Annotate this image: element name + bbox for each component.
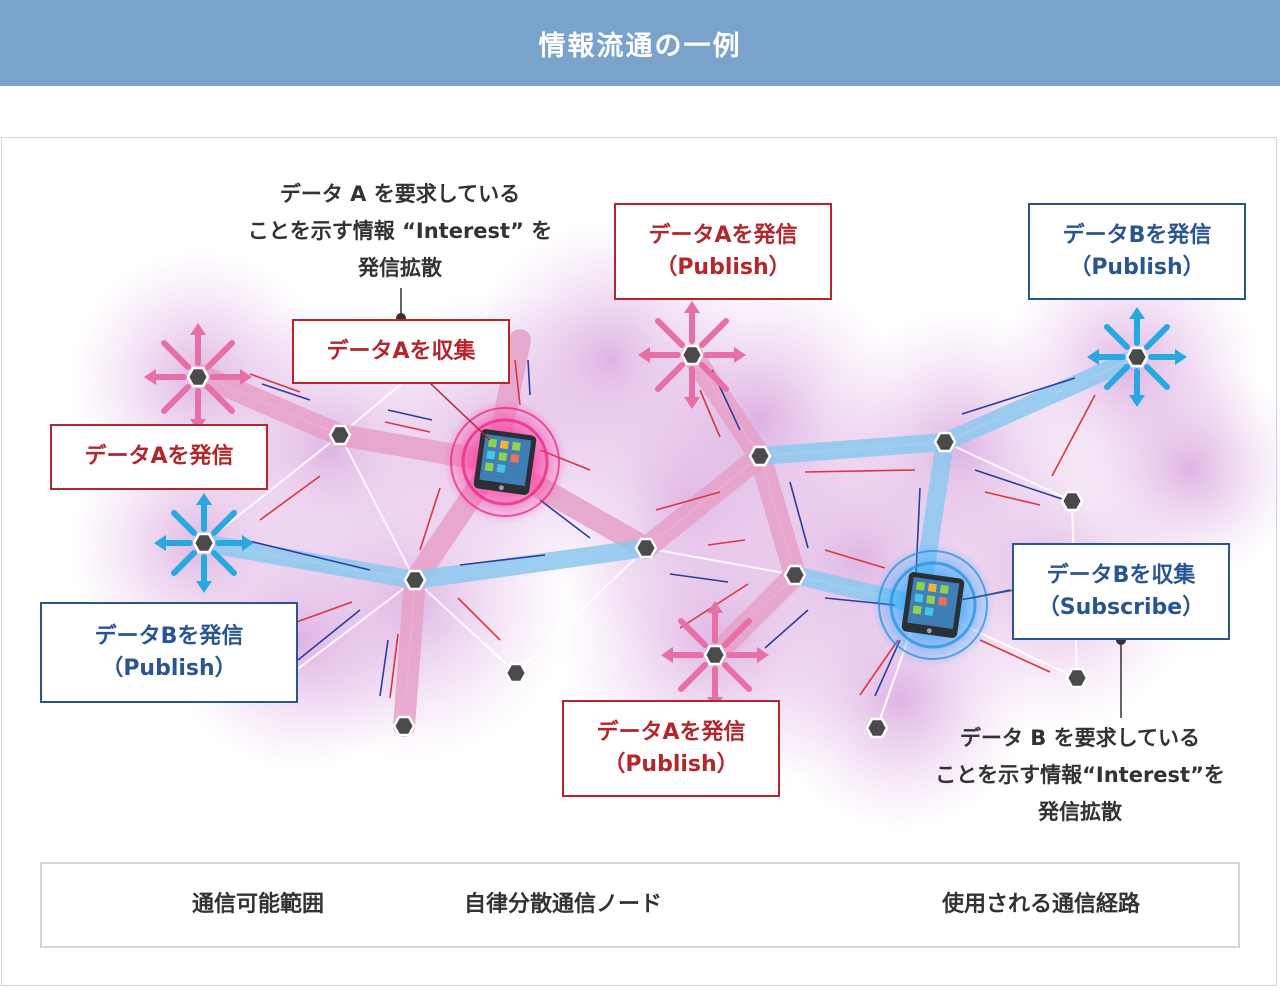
- node-hexagon: [186, 366, 210, 388]
- tablet-icon: [473, 429, 537, 495]
- label-collect-b: データBを収集 （Subscribe）: [1012, 543, 1230, 640]
- label-publish-a-bottom: データAを発信 （Publish）: [562, 700, 780, 797]
- tablet-b-rings: [878, 550, 988, 660]
- node-hexagon: [634, 537, 658, 559]
- legend-route-label: 使用される通信経路: [942, 892, 1141, 917]
- node-hexagon: [783, 564, 807, 586]
- label-publish-b-top: データBを発信 （Publish）: [1028, 203, 1246, 300]
- tablet-a-rings: [450, 407, 560, 517]
- node-hexagon: [933, 431, 957, 453]
- burst-pink-left: [144, 323, 252, 431]
- node-hexagon: [865, 717, 889, 739]
- page-title: 情報流通の一例: [538, 30, 742, 62]
- legend-node-label: 自律分散通信ノード: [464, 892, 663, 917]
- node-hexagon: [504, 662, 528, 684]
- label-publish-a-top: データAを発信 （Publish）: [614, 203, 832, 300]
- legend: 通信可能範囲 自律分散通信ノード 使用される通信経路: [40, 862, 1240, 948]
- node-hexagon: [192, 532, 216, 554]
- node-hexagon: [703, 644, 727, 666]
- burst-blue-left: [154, 493, 254, 593]
- label-publish-a-left: データAを発信: [50, 424, 268, 490]
- node-hexagon: [392, 715, 416, 737]
- node-hexagon: [1060, 490, 1084, 512]
- burst-blue-right: [1087, 307, 1187, 407]
- label-collect-a: データAを収集: [292, 319, 510, 384]
- interest-a-note: データ A を要求している ことを示す情報 “Interest” を 発信拡散: [247, 182, 553, 280]
- burst-pink-top: [638, 301, 746, 409]
- tablet-icon: [901, 572, 965, 638]
- header-bar: 情報流通の一例: [0, 0, 1280, 86]
- node-hexagon: [1125, 346, 1149, 368]
- node-hexagon: [680, 344, 704, 366]
- label-publish-b-left: データBを発信 （Publish）: [40, 602, 298, 703]
- node-hexagon: [328, 424, 352, 446]
- node-hexagon: [403, 569, 427, 591]
- burst-pink-bottom: [661, 601, 769, 709]
- interest-b-note: データ B を要求している ことを示す情報“Interest”を 発信拡散: [935, 726, 1225, 824]
- node-hexagon: [748, 445, 772, 467]
- node-hexagon: [1065, 667, 1089, 689]
- network-nodes: [186, 344, 1149, 739]
- legend-range-label: 通信可能範囲: [192, 892, 325, 917]
